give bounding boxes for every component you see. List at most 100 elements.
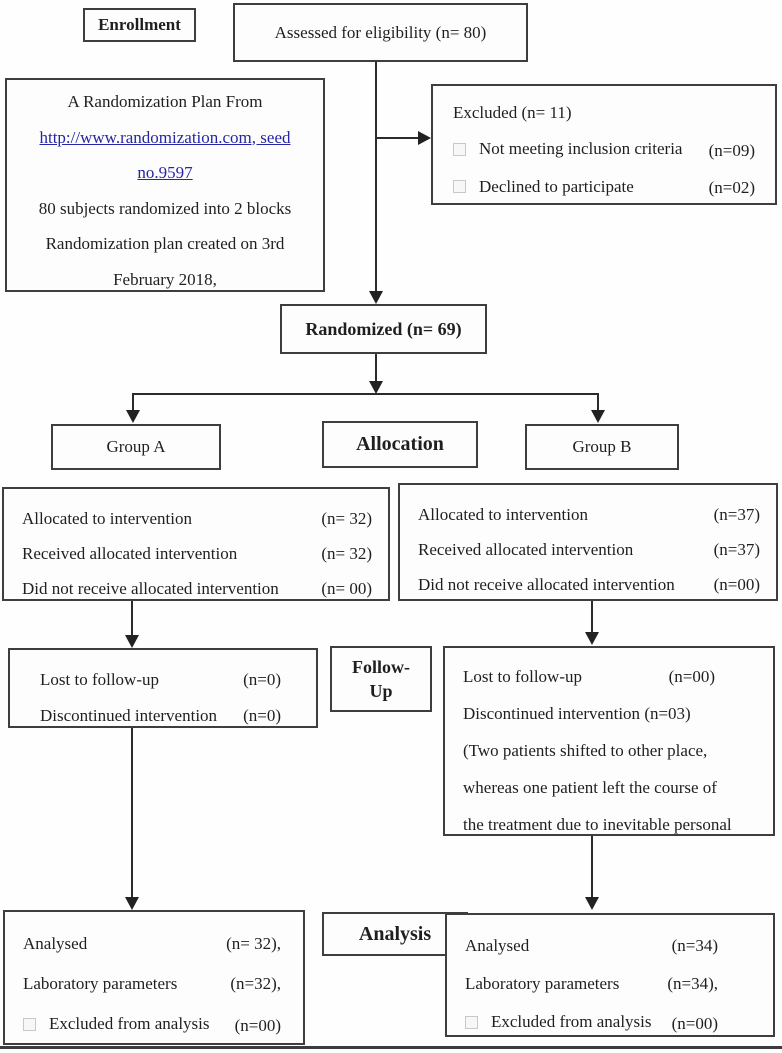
connector-to-excluded	[375, 137, 419, 139]
analysis-a-text-wrap: Excluded from analysis	[23, 1004, 210, 1044]
arrowhead-followup-b-icon	[585, 632, 599, 645]
followup-a-row: Discontinued intervention (n=0)	[40, 698, 281, 734]
excluded-item-text: Declined to participate	[479, 176, 634, 196]
assessed-eligibility-box: Assessed for eligibility (n= 80)	[233, 3, 528, 62]
analysis-stage-label: Analysis	[358, 922, 432, 945]
analysis-a-row: Analysed (n= 32),	[23, 924, 281, 964]
followup-b-box: Lost to follow-up (n=00) Discontinued in…	[443, 646, 775, 836]
analysis-a-n: (n= 32),	[226, 934, 281, 953]
analysis-a-n: (n=00)	[234, 1015, 281, 1035]
followup-b-text: Lost to follow-up	[463, 667, 582, 686]
assessed-eligibility-text: Assessed for eligibility (n= 80)	[274, 22, 487, 42]
arrowhead-branch-icon	[369, 381, 383, 394]
group-a-box: Group A	[51, 424, 221, 470]
allocation-b-n: (n=37)	[713, 540, 760, 559]
followup-b-text: Discontinued intervention	[463, 704, 641, 723]
analysis-stage-box: Analysis	[322, 912, 468, 956]
allocation-b-row: Received allocated intervention (n=37)	[418, 532, 760, 567]
followup-a-n: (n=0)	[243, 706, 281, 725]
analysis-a-box: Analysed (n= 32), Laboratory parameters …	[3, 910, 305, 1045]
allocation-a-row: Allocated to intervention (n= 32)	[22, 501, 372, 536]
allocation-stage-label: Allocation	[356, 433, 444, 455]
randomization-plan-line3: 80 subjects randomized into 2 blocks	[38, 198, 292, 218]
arrowhead-analysis-a-icon	[125, 897, 139, 910]
allocation-stage-box: Allocation	[322, 421, 478, 468]
followup-b-note: (Two patients shifted to other place,	[463, 741, 708, 760]
followup-stage-label: Follow- Up	[352, 655, 410, 703]
excluded-item: Not meeting inclusion criteria (n=09)	[453, 131, 755, 169]
connector-alloc-b-to-followup	[591, 601, 593, 634]
analysis-a-text: Laboratory parameters	[23, 974, 178, 993]
excluded-item-n: (n=02)	[708, 178, 755, 197]
randomization-link-line1[interactable]: http://www.randomization.com, seed	[39, 127, 291, 147]
followup-stage-line2: Up	[369, 681, 393, 701]
arrowhead-to-randomized-icon	[369, 291, 383, 304]
excluded-item-text-wrap: Not meeting inclusion criteria	[453, 131, 682, 167]
allocation-b-n: (n=37)	[713, 505, 760, 524]
connector-alloc-a-to-followup	[131, 601, 133, 637]
analysis-b-row: Laboratory parameters (n=34),	[465, 965, 718, 1003]
analysis-a-text: Excluded from analysis	[49, 1014, 210, 1033]
enrollment-stage-label: Enrollment	[98, 15, 181, 34]
analysis-a-text: Analysed	[23, 934, 88, 953]
allocation-a-text: Received allocated intervention	[22, 544, 238, 563]
allocation-b-text: Received allocated intervention	[418, 540, 634, 559]
connector-followup-b-to-analysis	[591, 836, 593, 899]
allocation-b-n: (n=00)	[713, 575, 760, 594]
arrowhead-to-excluded-icon	[418, 131, 431, 145]
followup-b-note: whereas one patient left the course of	[463, 778, 717, 797]
allocation-a-text: Allocated to intervention	[22, 509, 192, 528]
allocation-b-row: Allocated to intervention (n=37)	[418, 497, 760, 532]
randomization-plan-box: A Randomization Plan From http://www.ran…	[5, 78, 325, 292]
randomization-plan-line4: Randomization plan created on 3rd	[45, 234, 285, 253]
excluded-box: Excluded (n= 11) Not meeting inclusion c…	[431, 84, 777, 205]
branch-horizontal-line	[132, 393, 599, 395]
group-b-box: Group B	[525, 424, 679, 470]
arrowhead-to-group-a-icon	[126, 410, 140, 423]
analysis-b-text: Analysed	[465, 936, 530, 955]
analysis-b-text: Excluded from analysis	[491, 1012, 652, 1031]
analysis-a-row: Laboratory parameters (n=32),	[23, 964, 281, 1004]
figure-bottom-border	[0, 1046, 782, 1049]
followup-a-text: Lost to follow-up	[40, 670, 159, 689]
followup-b-n: (n=00)	[668, 667, 715, 686]
followup-b-row: Discontinued intervention (n=03)	[463, 695, 755, 732]
allocation-a-n: (n= 32)	[321, 544, 372, 563]
analysis-b-n: (n=00)	[671, 1013, 718, 1033]
excluded-item: Declined to participate (n=02)	[453, 169, 755, 207]
analysis-b-n: (n=34),	[667, 974, 718, 993]
excluded-item-text: Not meeting inclusion criteria	[479, 139, 683, 158]
analysis-b-n: (n=34)	[671, 936, 718, 955]
allocation-a-box: Allocated to intervention (n= 32) Receiv…	[2, 487, 390, 601]
allocation-a-text: Did not receive allocated intervention	[22, 579, 279, 598]
randomization-plan-title: A Randomization Plan From	[67, 92, 263, 111]
allocation-a-n: (n= 32)	[321, 509, 372, 528]
analysis-a-row: Excluded from analysis (n=00)	[23, 1004, 281, 1046]
randomization-plan-line5: February 2018,	[113, 269, 217, 289]
followup-b-n: (n=03)	[644, 704, 691, 723]
group-b-label: Group B	[572, 437, 632, 456]
excluded-item-text-wrap: Declined to participate	[453, 169, 634, 205]
followup-a-row: Lost to follow-up (n=0)	[40, 662, 281, 698]
allocation-a-row: Received allocated intervention (n= 32)	[22, 536, 372, 571]
analysis-b-row: Excluded from analysis (n=00)	[465, 1003, 718, 1043]
randomized-text: Randomized (n= 69)	[305, 318, 462, 339]
analysis-b-text: Laboratory parameters	[465, 974, 620, 993]
checkbox-bullet-icon	[453, 142, 466, 156]
randomization-link-line2[interactable]: no.9597	[137, 163, 193, 182]
checkbox-bullet-icon	[465, 1015, 478, 1029]
excluded-item-n: (n=09)	[708, 140, 755, 160]
allocation-b-text: Did not receive allocated intervention	[418, 575, 675, 594]
checkbox-bullet-icon	[453, 180, 466, 193]
followup-a-box: Lost to follow-up (n=0) Discontinued int…	[8, 648, 318, 728]
followup-stage-line1: Follow-	[352, 657, 410, 677]
allocation-b-text: Allocated to intervention	[418, 505, 588, 524]
followup-a-n: (n=0)	[243, 670, 281, 689]
group-a-label: Group A	[106, 437, 166, 456]
followup-b-row: Lost to follow-up (n=00)	[463, 658, 755, 695]
connector-branch-to-group-a	[132, 393, 134, 412]
analysis-b-text-wrap: Excluded from analysis	[465, 1003, 652, 1041]
analysis-b-row: Analysed (n=34)	[465, 927, 718, 965]
analysis-a-n: (n=32),	[230, 974, 281, 993]
